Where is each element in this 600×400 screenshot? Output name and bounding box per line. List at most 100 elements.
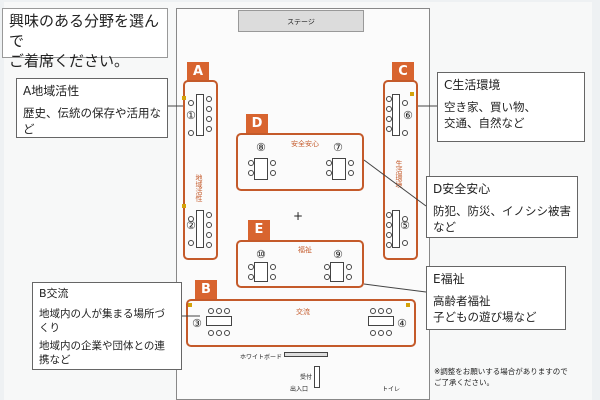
seat-marker xyxy=(182,204,186,208)
seat-marker xyxy=(188,303,192,307)
table xyxy=(196,210,204,248)
callout-e-title: E福祉 xyxy=(433,272,465,286)
seat xyxy=(248,264,254,270)
seat xyxy=(206,126,212,132)
seat-number-9: ⑨ xyxy=(333,248,343,261)
callout-d: D安全安心 防犯、防災、イノシシ被害など xyxy=(426,176,578,238)
area-b-badge: B xyxy=(195,280,217,300)
poster-heading: 興味のある分野を選んで ご着席ください。 xyxy=(2,8,168,70)
seat xyxy=(188,100,194,106)
seat xyxy=(386,96,392,102)
seat-number-10: ⑩ xyxy=(256,248,266,261)
area-d-badge: D xyxy=(246,114,268,134)
area-e xyxy=(236,240,364,288)
seat xyxy=(370,330,376,336)
reception-label: 受付 xyxy=(300,374,313,381)
callout-c-line-1: 空き家、買い物、 xyxy=(444,100,536,114)
seat xyxy=(378,330,384,336)
table xyxy=(254,262,268,282)
seat xyxy=(188,216,194,222)
seat xyxy=(378,308,384,314)
area-d xyxy=(236,133,364,191)
seat xyxy=(346,264,352,270)
seat xyxy=(324,264,330,270)
callout-a-body: 歴史、伝統の保存や活用など xyxy=(23,106,161,136)
area-e-badge: E xyxy=(248,220,270,240)
toilet-label: トイレ xyxy=(382,386,401,393)
seat xyxy=(386,242,392,248)
seat-number-4: ④ xyxy=(397,317,407,330)
seat xyxy=(370,308,376,314)
area-b-label: 交流 xyxy=(296,308,310,316)
seat xyxy=(208,308,214,314)
callout-c: C生活環境 空き家、買い物、 交通、自然など xyxy=(437,72,585,142)
seat xyxy=(206,232,212,238)
callout-c-line-2: 交通、自然など xyxy=(444,116,525,130)
seat-number-3: ③ xyxy=(192,317,202,330)
seat-number-8: ⑧ xyxy=(256,141,266,154)
seat-number-2: ② xyxy=(186,219,196,232)
area-c-label: 生活環境 xyxy=(395,160,403,188)
area-e-label: 福祉 xyxy=(298,246,312,254)
seat xyxy=(402,240,408,246)
seat xyxy=(270,170,276,176)
seat xyxy=(386,330,392,336)
callout-b-title: B交流 xyxy=(39,287,69,300)
table xyxy=(392,210,400,248)
table xyxy=(206,316,232,326)
seat xyxy=(402,100,408,106)
seat-number-7: ⑦ xyxy=(333,141,343,154)
seat xyxy=(248,160,254,166)
seat xyxy=(206,242,212,248)
whiteboard-label: ホワイトボード xyxy=(240,354,283,361)
seat xyxy=(346,274,352,280)
stage: ステージ xyxy=(238,10,364,32)
heading-line-1: 興味のある分野を選んで xyxy=(9,12,160,50)
callout-b: B交流 地域内の人が集まる場所づくり 地域内の企業や団体との連携など xyxy=(32,282,182,370)
seat xyxy=(326,170,332,176)
seat xyxy=(216,308,222,314)
callout-a: A地域活性 歴史、伝統の保存や活用など xyxy=(16,78,168,138)
seat xyxy=(386,222,392,228)
callout-e-line-2: 子どもの遊び場など xyxy=(433,310,537,324)
table xyxy=(254,158,268,180)
callout-d-title: D安全安心 xyxy=(433,182,491,196)
seat xyxy=(206,96,212,102)
seat xyxy=(216,330,222,336)
table xyxy=(392,94,400,136)
seat xyxy=(386,126,392,132)
seat xyxy=(188,240,194,246)
area-c-badge: C xyxy=(392,62,414,82)
seat xyxy=(386,106,392,112)
center-mark: + xyxy=(293,209,304,223)
seat xyxy=(248,170,254,176)
callout-a-title: A地域活性 xyxy=(23,84,80,98)
area-d-label: 安全安心 xyxy=(291,140,319,148)
seat-number-6: ⑥ xyxy=(403,109,413,122)
area-a-badge: A xyxy=(187,62,209,82)
seat-marker xyxy=(182,96,186,100)
seat xyxy=(206,116,212,122)
table xyxy=(332,158,346,180)
callout-c-title: C生活環境 xyxy=(444,78,501,92)
callout-b-line-1: 地域内の人が集まる場所づくり xyxy=(39,308,165,334)
area-a xyxy=(183,80,218,260)
seat xyxy=(224,308,230,314)
area-c xyxy=(383,80,418,260)
area-b xyxy=(186,299,416,347)
seat xyxy=(206,212,212,218)
callout-d-body: 防犯、防災、イノシシ被害など xyxy=(433,204,571,234)
seat xyxy=(270,264,276,270)
callout-e-line-1: 高齢者福祉 xyxy=(433,294,491,308)
seat-number-5: ⑤ xyxy=(400,219,410,232)
seat-number-1: ① xyxy=(186,109,196,122)
seat xyxy=(208,330,214,336)
seat xyxy=(348,160,354,166)
seat-marker xyxy=(406,303,410,307)
table xyxy=(330,262,344,282)
seat xyxy=(386,308,392,314)
seat xyxy=(224,330,230,336)
table xyxy=(368,316,394,326)
seat xyxy=(326,160,332,166)
seat xyxy=(270,160,276,166)
